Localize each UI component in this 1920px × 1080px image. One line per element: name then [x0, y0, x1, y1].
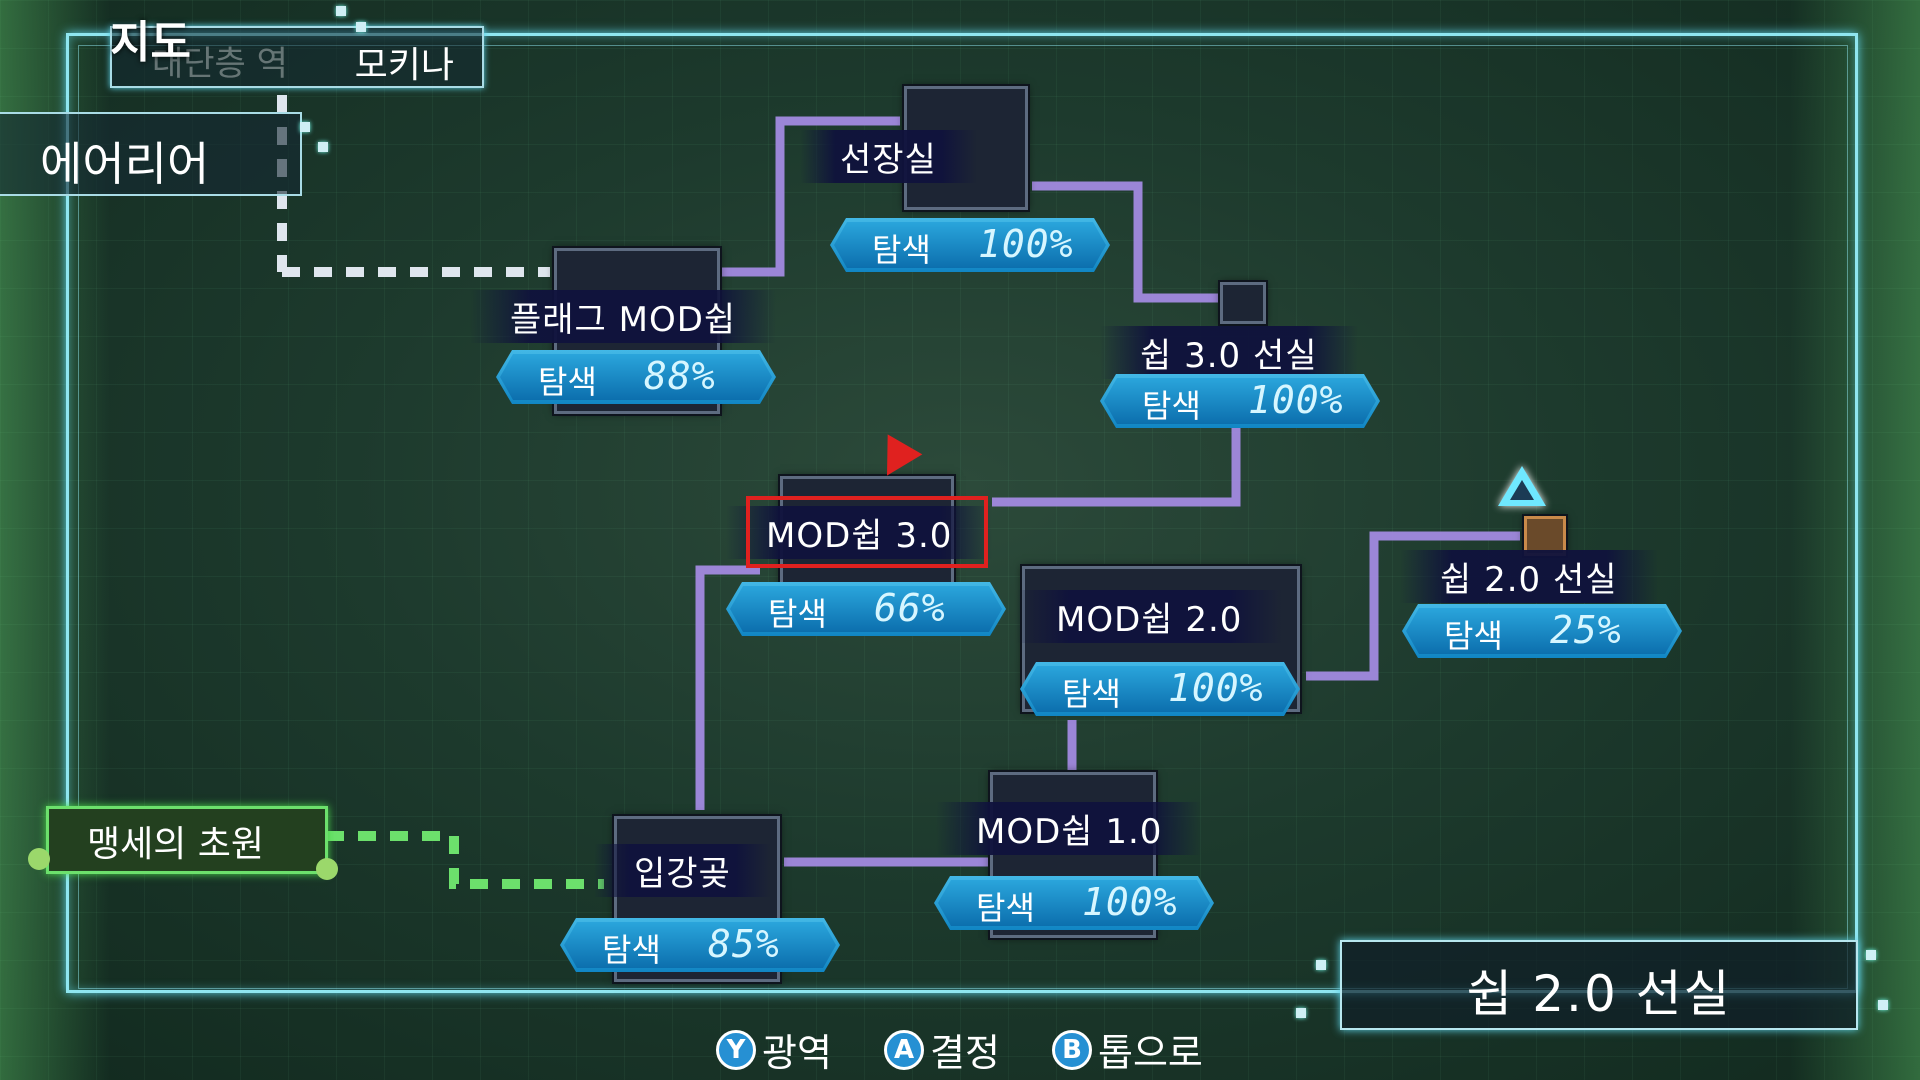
explore-label: 탐색	[1444, 617, 1503, 655]
floor-name: 모키나	[354, 45, 454, 86]
control-hints: Y 광역 A 결정 B 톱으로	[0, 1022, 1920, 1075]
explore-badge: 탐색 85%	[560, 918, 840, 972]
explore-percent: 100%	[1168, 666, 1264, 710]
current-location-name: 쉽 2.0 선실	[1466, 965, 1732, 1023]
explore-percent: 88%	[644, 354, 716, 398]
area-label: 에어리어	[40, 137, 210, 191]
explore-badge: 탐색 100%	[934, 876, 1214, 930]
room-panel	[1220, 282, 1266, 324]
circuit-pixel-icon	[1316, 960, 1326, 970]
explore-label: 탐색	[768, 595, 827, 633]
explore-badge: 탐색 100%	[1020, 662, 1300, 716]
selection-cursor	[746, 496, 988, 568]
current-location-box: 쉽 2.0 선실	[1340, 940, 1858, 1030]
circuit-pixel-icon	[318, 142, 328, 152]
link-captain-flagmod	[722, 116, 900, 277]
link-ship30-mod30	[992, 420, 1241, 507]
explore-percent: 100%	[1248, 378, 1344, 422]
explore-label: 탐색	[976, 889, 1035, 927]
circuit-pixel-icon	[1296, 1008, 1306, 1018]
explore-badge: 탐색 25%	[1402, 604, 1682, 658]
room-name: 쉽 3.0 선실	[1100, 326, 1358, 379]
room-name: MOD쉽 2.0	[1016, 590, 1283, 643]
circuit-pixel-icon	[1878, 1000, 1888, 1010]
explore-percent: 85%	[708, 922, 780, 966]
link-mod30-entrance	[695, 565, 760, 810]
circuit-pixel-icon	[300, 122, 310, 132]
control-label: 결정	[930, 1031, 1000, 1075]
link-mod20-ship20	[1306, 531, 1520, 681]
explore-badge: 탐색 100%	[1100, 374, 1380, 428]
room-name: 쉽 2.0 선실	[1400, 550, 1658, 603]
explore-badge: 탐색 100%	[830, 218, 1110, 272]
circuit-pixel-icon	[356, 22, 366, 32]
area-tab[interactable]: 에어리어	[0, 112, 302, 196]
field-tree-icon	[28, 848, 50, 870]
explore-label: 탐색	[872, 231, 931, 269]
floor-name-box: 대단층 역 모키나	[110, 26, 484, 88]
room-name: 플래그 MOD쉽	[470, 290, 777, 343]
explore-label: 탐색	[1062, 675, 1121, 713]
explore-label: 탐색	[602, 931, 661, 969]
circuit-pixel-icon	[336, 6, 346, 16]
player-location-icon	[1498, 466, 1546, 506]
control-hint-overview[interactable]: Y 광역	[716, 1022, 832, 1077]
b-button-icon: B	[1052, 1029, 1092, 1070]
a-button-icon: A	[884, 1029, 924, 1070]
circuit-pixel-icon	[1866, 950, 1876, 960]
field-name: 맹세의 초원	[87, 824, 265, 865]
room-name: 입강곶	[594, 844, 771, 897]
control-label: 광역	[762, 1031, 832, 1075]
y-button-icon: Y	[716, 1029, 756, 1070]
explore-percent: 100%	[978, 222, 1074, 266]
floor-ghost-label: 대단층 역	[152, 44, 288, 84]
explore-badge: 탐색 88%	[496, 350, 776, 404]
explore-badge: 탐색 66%	[726, 582, 1006, 636]
explore-label: 탐색	[538, 363, 597, 401]
explore-label: 탐색	[1142, 387, 1201, 425]
explore-percent: 100%	[1082, 880, 1178, 924]
link-captain-ship30	[1032, 181, 1222, 303]
field-creature-icon	[316, 858, 338, 880]
map-frame-inner	[78, 45, 1848, 989]
control-label: 톱으로	[1098, 1031, 1203, 1075]
control-hint-confirm[interactable]: A 결정	[884, 1022, 1000, 1077]
field-node[interactable]: 맹세의 초원	[46, 806, 328, 874]
link-field-entrance	[326, 831, 604, 889]
room-name: MOD쉽 1.0	[936, 802, 1203, 855]
map-frame	[66, 33, 1858, 993]
room-name: MOD쉽 3.0	[726, 506, 993, 559]
control-hint-top[interactable]: B 톱으로	[1052, 1022, 1203, 1077]
room-name: 선장실	[800, 130, 977, 183]
page-title: 지도	[110, 17, 191, 68]
explore-percent: 25%	[1550, 608, 1622, 652]
explore-percent: 66%	[874, 586, 946, 630]
